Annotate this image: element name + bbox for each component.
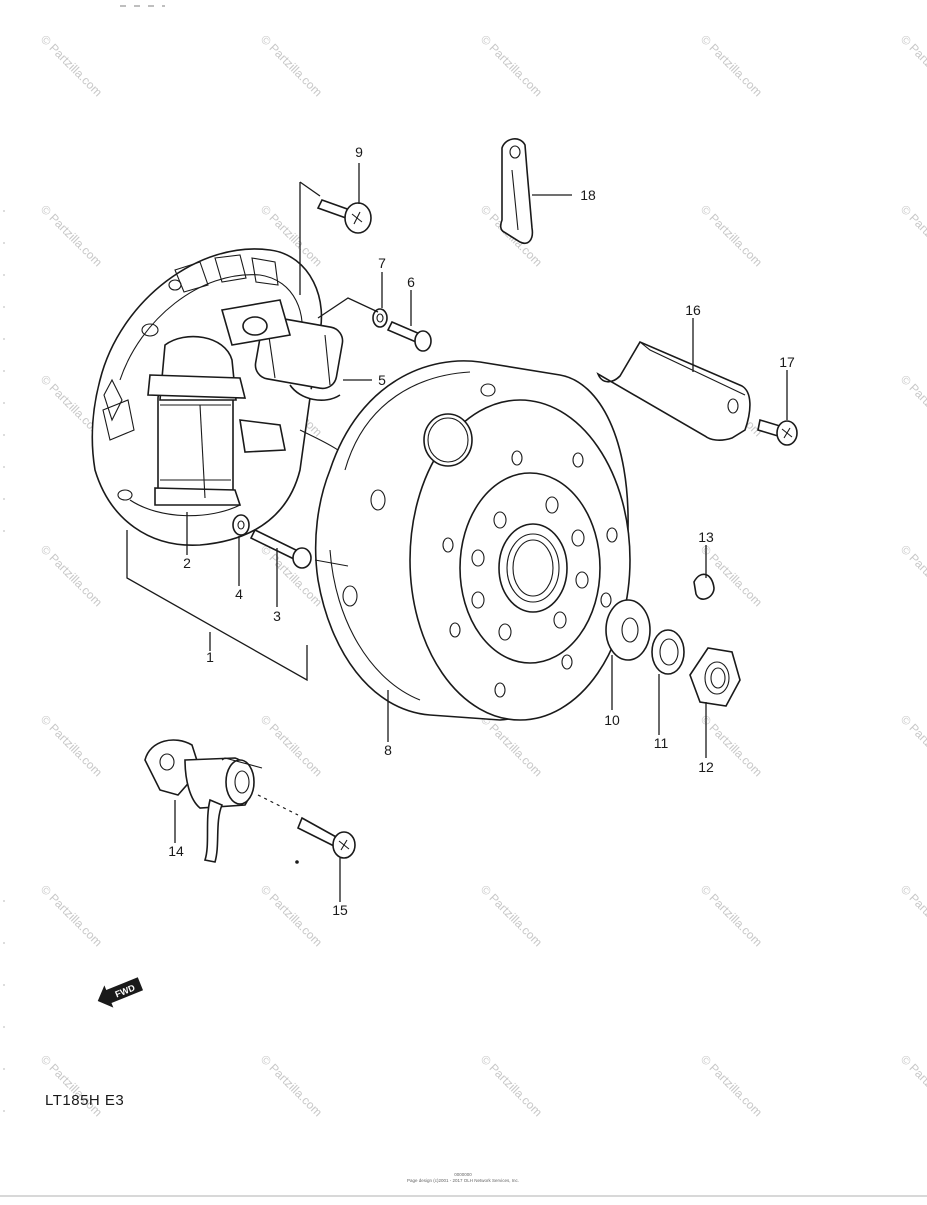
watermark-text: © Partzilla.com (38, 1052, 105, 1119)
watermark-text: © Partzilla.com (698, 32, 765, 99)
callout-7[interactable]: 7 (378, 255, 386, 271)
cover-plate-16[interactable] (596, 340, 751, 441)
callout-16[interactable]: 16 (685, 302, 701, 318)
callout-1[interactable]: 1 (206, 649, 214, 665)
clamp-18[interactable] (499, 138, 534, 244)
watermark-text: © Partzilla.com (478, 32, 545, 99)
callout-17[interactable]: 17 (779, 354, 795, 370)
watermark-text: © Partzilla.com (258, 712, 325, 779)
watermark-text: © Partzilla.com (898, 202, 927, 269)
watermark-text: © Partzilla.com (898, 542, 927, 609)
screw-9[interactable] (316, 199, 372, 234)
washer-7[interactable] (372, 308, 388, 328)
watermark-text: © Partzilla.com (698, 882, 765, 949)
flywheel-rotor[interactable] (314, 360, 631, 721)
lock-washer-11[interactable] (651, 629, 685, 675)
assembly-bracket (126, 530, 308, 682)
key-13[interactable] (693, 573, 715, 600)
watermark-text: © Partzilla.com (258, 1052, 325, 1119)
charging-coil[interactable] (147, 335, 286, 506)
watermark-text: © Partzilla.com (898, 32, 927, 99)
callout-12[interactable]: 12 (698, 759, 714, 775)
callout-2[interactable]: 2 (183, 555, 191, 571)
washer-10[interactable] (605, 599, 651, 661)
pickup-coil[interactable] (144, 739, 263, 863)
callout-11[interactable]: 11 (654, 735, 669, 751)
callout-9[interactable]: 9 (355, 144, 363, 160)
watermark-text: © Partzilla.com (478, 882, 545, 949)
screw-15[interactable] (296, 816, 356, 859)
footer-code: 0000000 (454, 1172, 472, 1177)
watermark-text: © Partzilla.com (698, 1052, 765, 1119)
screw-6[interactable] (386, 320, 432, 352)
watermark-text: © Partzilla.com (38, 202, 105, 269)
callout-4[interactable]: 4 (235, 586, 243, 602)
footer-copyright: Page design (c)2001 - 2017 OLH Network S… (407, 1178, 519, 1183)
washer-4[interactable] (232, 514, 250, 536)
model-label: LT185H E3 (45, 1092, 124, 1109)
watermark-text: © Partzilla.com (898, 1052, 927, 1119)
callout-18[interactable]: 18 (580, 187, 596, 203)
watermark-text: © Partzilla.com (258, 882, 325, 949)
watermark-text: © Partzilla.com (38, 882, 105, 949)
callout-10[interactable]: 10 (604, 712, 620, 728)
watermark-text: © Partzilla.com (258, 32, 325, 99)
callout-13[interactable]: 13 (698, 529, 714, 545)
callout-14[interactable]: 14 (168, 843, 184, 859)
watermark-text: © Partzilla.com (898, 882, 927, 949)
callout-6[interactable]: 6 (407, 274, 415, 290)
leader-lines (174, 163, 788, 902)
scan-marks (0, 5, 927, 1197)
watermark-text: © Partzilla.com (38, 32, 105, 99)
screw-17[interactable] (757, 418, 798, 446)
callout-8[interactable]: 8 (384, 742, 392, 758)
watermark-text: © Partzilla.com (898, 712, 927, 779)
callout-3[interactable]: 3 (273, 608, 281, 624)
watermark-text: © Partzilla.com (478, 712, 545, 779)
screw-3[interactable] (249, 528, 312, 569)
callout-labels: 1 2 3 4 5 6 7 8 9 10 11 12 13 14 15 16 1… (168, 144, 795, 918)
watermark-text: © Partzilla.com (478, 1052, 545, 1119)
callout-15[interactable]: 15 (332, 902, 348, 918)
watermark-text: © Partzilla.com (38, 712, 105, 779)
callout-5[interactable]: 5 (378, 372, 386, 388)
watermark-text: © Partzilla.com (898, 372, 927, 439)
lighting-coil[interactable] (220, 299, 361, 471)
nut-12[interactable] (689, 647, 741, 707)
watermark-text: © Partzilla.com (38, 542, 105, 609)
watermark-text: © Partzilla.com (698, 202, 765, 269)
fwd-arrow-icon: FWD (97, 977, 144, 1008)
